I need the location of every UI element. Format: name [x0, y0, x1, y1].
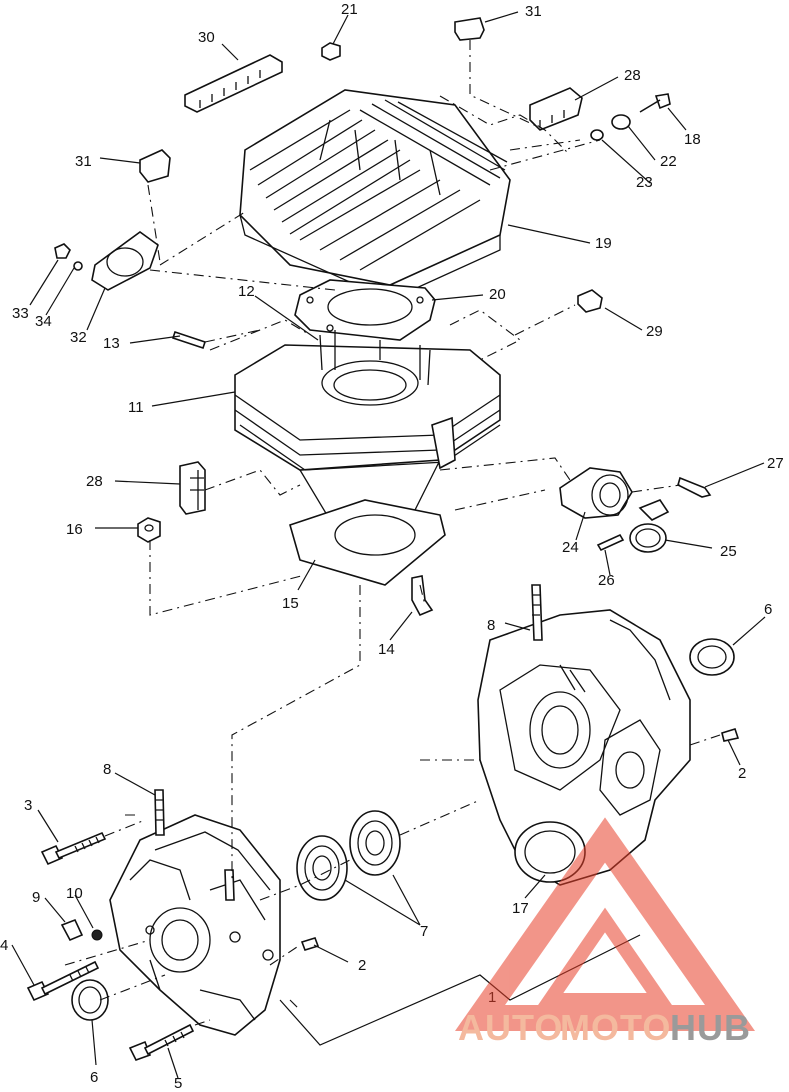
nut-21 [321, 42, 341, 61]
callout-13: 13 [103, 335, 120, 352]
callout-8-left: 8 [103, 761, 111, 778]
callout-27: 27 [767, 455, 784, 472]
watermark-hub: HUB [670, 1007, 751, 1048]
watermark-triangle [454, 817, 756, 1031]
dowel-pin-right [721, 728, 740, 742]
dowel-pin-left [300, 937, 320, 951]
clamp-25 [629, 499, 670, 553]
callout-22: 22 [660, 153, 677, 170]
cylinder-head [239, 89, 511, 301]
crankcase-right [477, 609, 691, 886]
callout-6-left: 6 [90, 1069, 98, 1086]
callout-15: 15 [282, 595, 299, 612]
block-31-left [139, 149, 171, 183]
assembly-lines [64, 40, 721, 1026]
callout-8-right: 8 [487, 617, 495, 634]
callout-2-left: 2 [358, 957, 366, 974]
sensor-14 [411, 575, 434, 617]
bolt-27 [677, 476, 712, 498]
block-29 [577, 289, 603, 313]
callout-29: 29 [646, 323, 663, 340]
callout-21: 21 [341, 1, 358, 18]
stud-left-cylinder [224, 869, 235, 901]
callout-16: 16 [66, 521, 83, 538]
washer-10 [91, 929, 103, 941]
block-28-top [529, 87, 583, 131]
oil-seal-right [689, 638, 735, 676]
nut-16 [137, 517, 161, 543]
watermark-moto: MOTO [560, 1007, 671, 1048]
watermark-logo [454, 817, 756, 1031]
callout-20: 20 [489, 286, 506, 303]
callout-25: 25 [720, 543, 737, 560]
callout-2-right: 2 [738, 765, 746, 782]
callout-14: 14 [378, 641, 395, 658]
callout-10: 10 [66, 885, 83, 902]
callout-4: 4 [0, 937, 8, 954]
callout-23: 23 [636, 174, 653, 191]
cylinder [234, 330, 501, 521]
bolt-18 [639, 93, 671, 113]
block-31-top [454, 17, 485, 41]
callout-31-top: 31 [525, 3, 542, 20]
washer-34 [73, 261, 83, 271]
callout-17: 17 [512, 900, 529, 917]
callout-7: 7 [420, 923, 428, 940]
stud-8-right [531, 584, 543, 641]
bolt-3 [40, 831, 107, 866]
callout-26: 26 [598, 572, 615, 589]
crankcase-left [109, 814, 281, 1036]
callout-28-lower: 28 [86, 473, 103, 490]
leader-lines [11, 11, 766, 1079]
exhaust-gasket [91, 231, 159, 291]
bolt-5 [128, 1023, 195, 1061]
callout-12: 12 [238, 283, 255, 300]
washer-23 [590, 129, 604, 141]
watermark-wordmark: AUTO MOTO HUB [458, 1007, 751, 1048]
washer-22 [611, 114, 631, 130]
bracket-1 [279, 934, 641, 1046]
watermark-auto: AUTO [458, 1007, 563, 1048]
callout-6-right: 6 [764, 601, 772, 618]
callout-9: 9 [32, 889, 40, 906]
callout-31-left: 31 [75, 153, 92, 170]
callout-32: 32 [70, 329, 87, 346]
bolt-9 [60, 918, 84, 942]
head-gasket [294, 279, 436, 341]
callout-19: 19 [595, 235, 612, 252]
nut-33 [54, 243, 71, 259]
callout-5: 5 [174, 1075, 182, 1092]
callout-28-top: 28 [624, 67, 641, 84]
intake-manifold [559, 467, 633, 519]
spark-plug-cap [184, 54, 283, 113]
callout-30: 30 [198, 29, 215, 46]
callout-11: 11 [128, 399, 144, 416]
oil-seal-left [71, 979, 109, 1021]
callout-18: 18 [684, 131, 701, 148]
callout-33: 33 [12, 305, 29, 322]
screw-26 [596, 533, 625, 552]
callout-3: 3 [24, 797, 32, 814]
base-gasket [289, 499, 446, 586]
callout-34: 34 [35, 313, 52, 330]
bearing-1 [296, 835, 348, 901]
block-28-lower [179, 461, 206, 515]
stud-8-left [154, 789, 165, 836]
stud-13 [171, 330, 207, 350]
bolt-4 [26, 960, 100, 1002]
bearing-2 [349, 810, 401, 876]
watermark-inner-triangle [536, 907, 674, 1007]
callout-24: 24 [562, 539, 579, 556]
